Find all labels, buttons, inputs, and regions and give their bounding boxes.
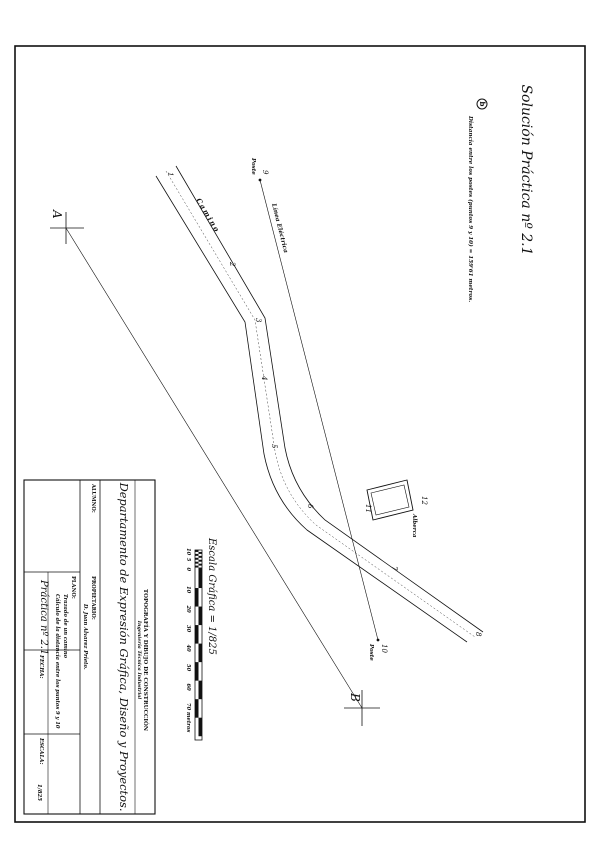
section-label-b: B: [348, 692, 362, 702]
power-line-label: Línea Eléctrica: [270, 202, 289, 254]
scale-segment: [195, 625, 199, 644]
graphic-scale: Escala Gráfica = 1/825 10501020304050607…: [185, 537, 217, 741]
scale-tick-label: 70 metros: [185, 703, 191, 732]
scale-tick-label: 40: [185, 645, 191, 653]
scale-tick-label: 0: [185, 568, 191, 572]
scale-tick-label: 20: [185, 605, 191, 614]
road-point-label: 4: [260, 375, 268, 380]
answer-marker-circle: [476, 98, 488, 110]
road-edge-outer: [175, 165, 484, 633]
power-line: Línea Eléctrica 9 Poste 10 Poste: [250, 157, 388, 661]
pole-10-dot: [376, 638, 380, 642]
degree-name: Ingeniería Técnica Industrial: [136, 620, 143, 700]
scale-subsegment: [195, 565, 199, 568]
escala-value: 1/825: [36, 784, 42, 801]
road-point-label: 2: [228, 261, 236, 267]
road-points: 1 2 3 4 5 6 7 8: [166, 172, 482, 637]
pool-inner: [370, 484, 410, 516]
scale-subsegment: [195, 557, 199, 560]
scale-subsegment: [195, 553, 199, 556]
scale-segment: [195, 662, 199, 681]
scale-subsegment: [198, 551, 202, 554]
scale-subsegment: [195, 561, 199, 564]
road-point-label: 1: [166, 172, 174, 176]
scale-subsegment: [198, 555, 202, 558]
pool: 11 12 Alberca: [364, 479, 428, 538]
scale-subsegment: [198, 563, 202, 566]
pole-9-label: Poste: [250, 157, 256, 175]
road-point-label: 3: [254, 318, 262, 323]
answer-text: Distancia entre los postes (puntos 9 y 1…: [467, 115, 474, 302]
scale-segment: [198, 569, 202, 589]
escala-label: ESCALA:: [38, 737, 44, 764]
alumno-label: ALUMNO:: [90, 483, 96, 513]
plano-line-2: Cálculo de la distancia entre los puntos…: [54, 594, 61, 729]
road: Camino: [155, 165, 484, 643]
pool-outer: [366, 479, 414, 521]
course-name: TOPOGRAFÍA Y DIBUJO DE CONSTRUCCIÓN: [142, 589, 150, 731]
scale-segment: [198, 606, 202, 626]
road-edge-inner: [155, 175, 468, 643]
scale-segment: [198, 680, 202, 700]
department-name: Departamento de Expresión Gráfica, Diseñ…: [117, 482, 131, 812]
scale-segment: [198, 643, 202, 663]
road-label: Camino: [194, 196, 222, 234]
road-point-label: 7: [390, 566, 398, 571]
scale-segment: [198, 717, 202, 737]
propietario-value: D. Juan Alvarez Prieto.: [82, 603, 88, 670]
section-label-a: A: [50, 209, 64, 219]
scale-tick-label: 5: [185, 558, 191, 562]
scale-segment: [195, 588, 199, 607]
sheet-title: Solución Práctica nº 2.1: [518, 84, 534, 255]
scale-title: Escala Gráfica = 1/825: [206, 537, 217, 655]
pole-10-label: Poste: [368, 643, 374, 661]
scale-segments: [195, 550, 202, 737]
pole-9-dot: [258, 178, 262, 182]
road-point-label: 5: [270, 444, 278, 449]
pole-10-number: 10: [380, 644, 388, 653]
scale-tick-label: 30: [185, 625, 191, 633]
answer-annotation: b Distancia entre los postes (puntos 9 y…: [467, 98, 488, 302]
road-point-label: 6: [306, 504, 314, 509]
fecha-label: FECHA:: [38, 654, 44, 679]
scale-subsegment: [195, 550, 199, 552]
road-point-label: 8: [474, 632, 482, 637]
practica-number: Práctica nº 2.1: [38, 579, 49, 655]
scale-subsegment: [198, 559, 202, 562]
answer-marker: b: [478, 102, 487, 107]
title-block: TOPOGRAFÍA Y DIBUJO DE CONSTRUCCIÓN Inge…: [23, 479, 156, 815]
section-line: A B: [50, 209, 380, 726]
plano-label: PLANO:: [70, 576, 76, 599]
pool-point-label: 11: [364, 504, 372, 513]
scale-tick-label: 50: [185, 664, 191, 672]
scale-segment: [195, 699, 199, 718]
sheet-border: [14, 45, 586, 823]
scale-subsegment: [198, 567, 202, 570]
propietario-label: PROPIETARIO:: [90, 576, 96, 620]
scale-tick-label: 60: [185, 684, 191, 692]
title-block-border: [23, 479, 156, 815]
scale-tick-label: 10: [185, 586, 191, 594]
plano-line-1: Trazado de un camino: [62, 594, 68, 659]
road-centerline: [165, 170, 476, 638]
scale-tick-label: 10: [185, 548, 191, 556]
pole-9-number: 9: [261, 170, 269, 175]
pool-point-label: 12: [420, 496, 428, 505]
pool-label: Alberca: [411, 513, 417, 538]
